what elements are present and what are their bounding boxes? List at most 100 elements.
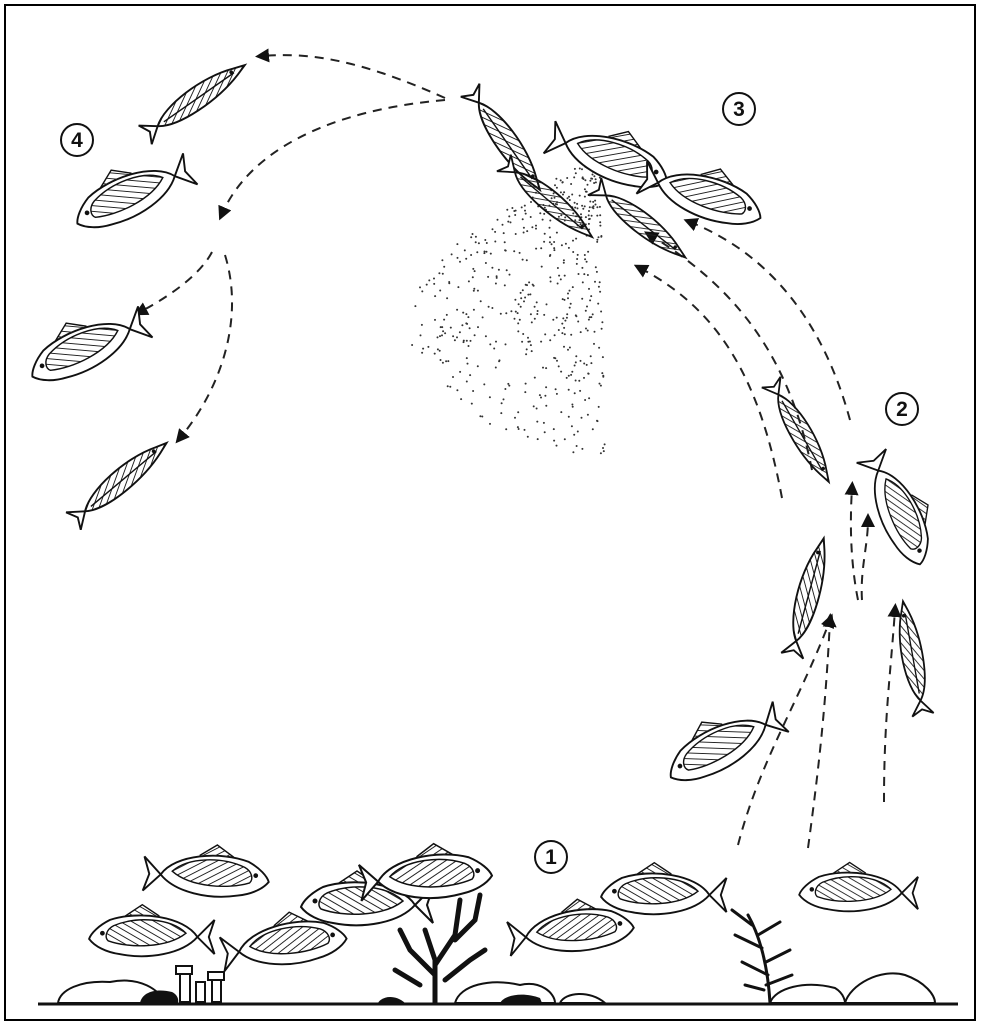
gamete-dot xyxy=(545,405,547,407)
gamete-dot xyxy=(583,363,585,365)
gamete-dot xyxy=(574,207,576,209)
gamete-dot xyxy=(472,268,474,270)
gamete-dot xyxy=(525,353,527,355)
gamete-dot xyxy=(514,299,516,301)
gamete-dot xyxy=(480,300,482,302)
gamete-dot xyxy=(584,254,586,256)
gamete-dot xyxy=(575,314,577,316)
gamete-dot xyxy=(507,221,509,223)
gamete-dot xyxy=(489,343,491,345)
gamete-dot xyxy=(563,262,565,264)
gamete-dot xyxy=(452,335,454,337)
gamete-dot xyxy=(562,181,564,183)
gamete-dot xyxy=(522,218,524,220)
gamete-dot xyxy=(439,290,441,292)
gamete-dot xyxy=(599,206,601,208)
gamete-dot xyxy=(585,328,587,330)
gamete-dot xyxy=(566,377,568,379)
fish-stage-1-g xyxy=(601,863,726,915)
gamete-dot xyxy=(567,197,569,199)
gamete-dot xyxy=(581,417,583,419)
gamete-dot xyxy=(522,333,524,335)
gamete-dot xyxy=(456,243,458,245)
gamete-dot xyxy=(544,431,546,433)
gamete-dot xyxy=(549,227,551,229)
gamete-dot xyxy=(563,327,565,329)
stage-label-4: 4 xyxy=(61,124,93,156)
gamete-dot xyxy=(579,168,581,170)
gamete-dot xyxy=(587,251,589,253)
gamete-dot xyxy=(504,284,506,286)
gamete-dot xyxy=(487,276,489,278)
gamete-dot xyxy=(554,334,556,336)
gamete-dot xyxy=(454,339,456,341)
gamete-dot xyxy=(442,273,444,275)
fish-stage-2-b xyxy=(855,443,949,571)
gamete-dot xyxy=(523,232,525,234)
gamete-dot xyxy=(476,251,478,253)
gamete-dot xyxy=(517,411,519,413)
gamete-dot xyxy=(549,220,551,222)
gamete-dot xyxy=(534,306,536,308)
gamete-dot xyxy=(556,187,558,189)
gamete-dot xyxy=(535,225,537,227)
gamete-dot xyxy=(519,252,521,254)
gamete-dot xyxy=(571,371,573,373)
gamete-dot xyxy=(449,386,451,388)
gamete-dot xyxy=(588,210,590,212)
gamete-dot xyxy=(517,426,519,428)
gamete-dot xyxy=(585,216,587,218)
gamete-dot xyxy=(599,383,601,385)
gamete-dot xyxy=(419,286,421,288)
gamete-dot xyxy=(589,206,591,208)
gamete-dot xyxy=(514,417,516,419)
gamete-dot xyxy=(517,330,519,332)
gamete-dot xyxy=(540,397,542,399)
gamete-dot xyxy=(553,247,555,249)
gamete-dot xyxy=(577,431,579,433)
svg-text:2: 2 xyxy=(896,398,908,421)
fish-stage-4-d xyxy=(66,434,174,530)
gamete-dot xyxy=(601,328,603,330)
gamete-dot xyxy=(588,319,590,321)
ascent-path-2 xyxy=(808,620,830,848)
gamete-dot xyxy=(599,225,601,227)
gamete-dot xyxy=(466,357,468,359)
ascent-path-4 xyxy=(862,520,868,600)
gamete-dot xyxy=(437,348,439,350)
gamete-dot xyxy=(486,242,488,244)
gamete-dot xyxy=(530,344,532,346)
gamete-dot xyxy=(473,309,475,311)
gamete-dot xyxy=(566,317,568,319)
gamete-dot xyxy=(581,168,583,170)
gamete-dot xyxy=(497,219,499,221)
gamete-dot xyxy=(568,247,570,249)
gamete-dot xyxy=(583,377,585,379)
gamete-dot xyxy=(584,399,586,401)
gamete-dot xyxy=(524,205,526,207)
fish-stage-3-d xyxy=(497,155,599,246)
gamete-dot xyxy=(553,249,555,251)
gamete-dot xyxy=(446,314,448,316)
gamete-dot xyxy=(427,346,429,348)
gamete-dot xyxy=(421,352,423,354)
gamete-dot xyxy=(541,266,543,268)
gamete-dot xyxy=(472,276,474,278)
gamete-dot xyxy=(564,438,566,440)
gamete-dot xyxy=(600,236,602,238)
gamete-dot xyxy=(602,375,604,377)
gamete-dot xyxy=(496,277,498,279)
stage-4-descending-fish xyxy=(18,56,251,530)
gamete-dot xyxy=(590,362,592,364)
gamete-dot xyxy=(563,259,565,261)
gamete-dot xyxy=(495,341,497,343)
gamete-dot xyxy=(465,258,467,260)
gamete-dot xyxy=(440,359,442,361)
gamete-dot xyxy=(514,318,516,320)
gamete-dot xyxy=(558,365,560,367)
gamete-dot xyxy=(462,312,464,314)
gamete-dot xyxy=(553,440,555,442)
gamete-dot xyxy=(573,434,575,436)
gamete-dot xyxy=(598,236,600,238)
gamete-dot xyxy=(561,332,563,334)
